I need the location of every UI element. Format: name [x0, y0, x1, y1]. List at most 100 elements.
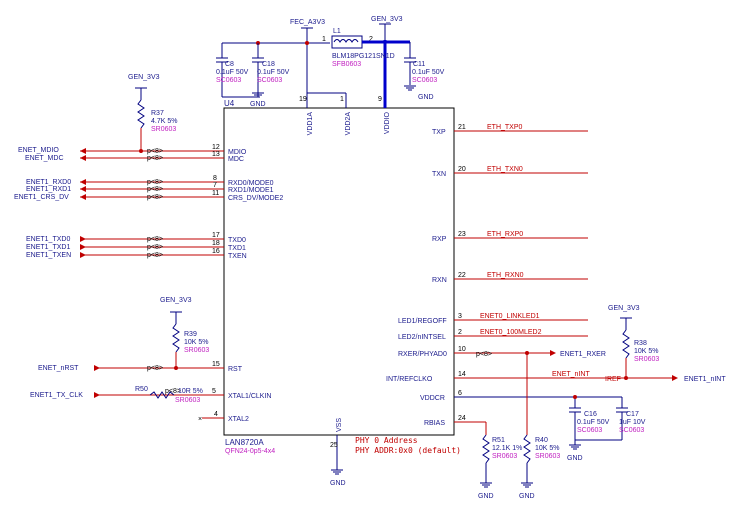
- svg-text:1: 1: [340, 96, 344, 103]
- svg-text:18: 18: [212, 240, 220, 247]
- c17-value: 1uF 10V: [619, 419, 646, 426]
- net-eth-txp0[interactable]: ETH_TXP0: [487, 124, 523, 131]
- left-pin-rxd1[interactable]: 7 RXD1/MODE1 ENET1_RXD1 p<8>: [26, 182, 274, 194]
- net-enet-nint[interactable]: ENET_nINT: [552, 371, 590, 378]
- r40-value: 10K 5%: [535, 445, 560, 452]
- right-pin-vddcr[interactable]: VDDCR 6: [420, 390, 622, 402]
- net-enet-mdc[interactable]: ENET_MDC: [25, 155, 64, 162]
- pin-name-vss: VSS: [336, 418, 343, 432]
- net-enet1-tx-clk[interactable]: ENET1_TX_CLK: [30, 392, 83, 399]
- svg-text:GND: GND: [478, 493, 494, 500]
- left-pin-txen[interactable]: 16 TXEN ENET1_TXEN p<8>: [26, 248, 247, 260]
- left-pin-mdio[interactable]: 12 MDIO ENET_MDIO p<8>: [18, 144, 247, 156]
- r38-value: 10K 5%: [634, 348, 659, 355]
- pin-name-rst: RST: [228, 366, 243, 373]
- r51-resistor[interactable]: R51 12.1K 1% SR0603: [482, 422, 522, 483]
- pin-name-rxp: RXP: [432, 236, 447, 243]
- l1-package: SFB0603: [332, 61, 361, 68]
- top-pin-vdd1a[interactable]: 19 VDD1A: [299, 93, 314, 135]
- top-pin-vdd2a[interactable]: 1 VDD2A: [340, 93, 352, 135]
- gen-power-top: GEN_3V3: [371, 16, 403, 23]
- r50-value: 10R 5%: [178, 388, 203, 395]
- svg-text:17: 17: [212, 232, 220, 239]
- c8-capacitor[interactable]: C8 0.1uF 50V SC0603: [216, 43, 258, 98]
- right-pin-rxn[interactable]: RXN 22 ETH_RXN0: [432, 272, 588, 284]
- net-enet1-rxd0[interactable]: ENET1_RXD0: [26, 179, 71, 186]
- right-pin-rbias[interactable]: RBIAS 24: [424, 415, 486, 427]
- pin-name-int: INT/REFCLKO: [386, 376, 433, 383]
- right-pin-txn[interactable]: TXN 20 ETH_TXN0: [432, 166, 588, 178]
- pin-name-led2: LED2/nINTSEL: [398, 334, 446, 341]
- gnd-symbol-c18: GND: [250, 90, 266, 108]
- chip-body[interactable]: [223, 107, 455, 436]
- right-pin-txp[interactable]: TXP 21 ETH_TXP0: [432, 124, 588, 136]
- chip-part: LAN8720A: [225, 438, 264, 447]
- svg-text:p<8>: p<8>: [147, 244, 163, 251]
- r50-resistor[interactable]: R50 10R 5% SR0603: [135, 386, 203, 404]
- net-enet1-txd1[interactable]: ENET1_TXD1: [26, 244, 70, 251]
- r50-ref: R50: [135, 386, 148, 393]
- net-enet1-nint[interactable]: ENET1_nINT: [684, 376, 726, 383]
- left-pin-crs-dv[interactable]: 11 CRS_DV/MODE2 ENET1_CRS_DV p<8>: [14, 190, 283, 202]
- c18-capacitor[interactable]: C18 0.1uF 50V SC0603: [252, 43, 290, 97]
- gnd-symbol-r40: GND: [519, 482, 535, 500]
- c16-capacitor[interactable]: C16 0.1uF 50V SC0603: [569, 395, 610, 445]
- net-eth-txn0[interactable]: ETH_TXN0: [487, 166, 523, 173]
- left-pin-rst[interactable]: 15 RST ENET_nRST p<8>: [38, 361, 243, 373]
- pin-name-led1: LED1/REGOFF: [398, 318, 447, 325]
- svg-text:19: 19: [299, 96, 307, 103]
- right-pin-rxer[interactable]: RXER/PHYAD0 10 p<8> ENET1_RXER: [398, 346, 606, 358]
- left-pin-xtal1[interactable]: 5 XTAL1/CLKIN ENET1_TX_CLK p<8>: [30, 388, 271, 400]
- r50-package: SR0603: [175, 397, 200, 404]
- c18-package: SC0603: [257, 77, 282, 84]
- net-enet0-100mled2[interactable]: ENET0_100MLED2: [480, 329, 542, 336]
- top-pin-vddio[interactable]: 9 VDDIO: [378, 40, 391, 134]
- r39-ref: R39: [184, 331, 197, 338]
- net-enet1-txd0[interactable]: ENET1_TXD0: [26, 236, 70, 243]
- r40-package: SR0603: [535, 453, 560, 460]
- svg-text:22: 22: [458, 272, 466, 279]
- net-enet-nrst[interactable]: ENET_nRST: [38, 365, 79, 372]
- left-pin-mdc[interactable]: 13 MDC ENET_MDC p<8>: [25, 151, 244, 163]
- left-pin-txd1[interactable]: 18 TXD1 ENET1_TXD1 p<8>: [26, 240, 246, 252]
- net-enet-mdio[interactable]: ENET_MDIO: [18, 147, 59, 154]
- c8-value: 0.1uF 50V: [216, 69, 249, 76]
- net-enet1-rxd1[interactable]: ENET1_RXD1: [26, 186, 71, 193]
- net-eth-rxp0[interactable]: ETH_RXP0: [487, 231, 523, 238]
- r37-resistor[interactable]: GEN_3V3 R37 4.7K 5% SR0603: [128, 74, 177, 153]
- left-pin-rxd0[interactable]: 8 RXD0/MODE0 ENET1_RXD0 p<8>: [26, 175, 274, 187]
- r38-resistor[interactable]: GEN_3V3 R38 10K 5% SR0603: [608, 305, 659, 378]
- svg-text:GND: GND: [519, 493, 535, 500]
- fec-power-label: FEC_A3V3: [290, 19, 325, 26]
- right-pin-int[interactable]: INT/REFCLKO 14 ENET_nINT IREF ENET1_nINT: [386, 371, 726, 383]
- left-pin-xtal2[interactable]: 4 XTAL2 ×: [198, 411, 249, 423]
- right-pin-led2[interactable]: LED2/nINTSEL 2 ENET0_100MLED2: [398, 329, 588, 341]
- svg-text:20: 20: [458, 166, 466, 173]
- net-enet1-crs-dv[interactable]: ENET1_CRS_DV: [14, 194, 69, 201]
- svg-text:16: 16: [212, 248, 220, 255]
- left-pin-txd0[interactable]: 17 TXD0 ENET1_TXD0 p<8>: [26, 232, 246, 244]
- pin-name-txp: TXP: [432, 129, 446, 136]
- svg-text:6: 6: [458, 390, 462, 397]
- svg-text:15: 15: [212, 361, 220, 368]
- left-arrows: [80, 148, 100, 398]
- bottom-pin-vss[interactable]: 25 VSS: [330, 418, 343, 470]
- svg-text:2: 2: [458, 329, 462, 336]
- r38-power: GEN_3V3: [608, 305, 640, 312]
- net-enet1-rxer[interactable]: ENET1_RXER: [560, 351, 606, 358]
- net-enet0-linkled1[interactable]: ENET0_LINKLED1: [480, 313, 540, 320]
- svg-text:p<8>: p<8>: [147, 186, 163, 193]
- net-enet1-txen[interactable]: ENET1_TXEN: [26, 252, 71, 259]
- right-pin-led1[interactable]: LED1/REGOFF 3 ENET0_LINKLED1: [398, 313, 588, 325]
- c11-capacitor[interactable]: C11 0.1uF 50V SC0603: [404, 42, 445, 85]
- pin-name-rxn: RXN: [432, 277, 447, 284]
- pin-name-txd0: TXD0: [228, 237, 246, 244]
- r40-resistor[interactable]: R40 10K 5% SR0603: [523, 353, 560, 483]
- r39-resistor[interactable]: GEN_3V3 R39 10K 5% SR0603: [160, 297, 209, 370]
- right-pin-rxp[interactable]: RXP 23 ETH_RXP0: [432, 231, 588, 243]
- pin-name-vdd1a: VDD1A: [307, 112, 314, 136]
- l1-inductor[interactable]: 1 2 L1 BLM18PG121SN1D SFB0603: [322, 28, 395, 68]
- net-eth-rxn0[interactable]: ETH_RXN0: [487, 272, 524, 279]
- c17-capacitor[interactable]: C17 1uF 10V SC0603: [575, 397, 646, 441]
- svg-text:14: 14: [458, 371, 466, 378]
